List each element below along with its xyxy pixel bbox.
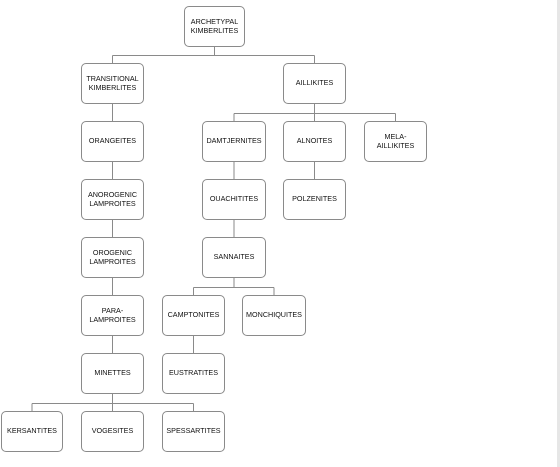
node-archetypal-kimberlites: ARCHETYPAL KIMBERLITES bbox=[184, 6, 245, 47]
node-minettes: MINETTES bbox=[81, 353, 144, 394]
node-mela-aillikites: MELA- AILLIKITES bbox=[364, 121, 427, 162]
node-monchiquites: MONCHIQUITES bbox=[242, 295, 306, 336]
node-transitional-kimberlites: TRANSITIONAL KIMBERLITES bbox=[81, 63, 144, 104]
node-alnoites: ALNOITES bbox=[283, 121, 346, 162]
node-para-lamproites: PARA- LAMPROITES bbox=[81, 295, 144, 336]
node-orangeites: ORANGEITES bbox=[81, 121, 144, 162]
node-aillikites: AILLIKITES bbox=[283, 63, 346, 104]
node-damtjernites: DAMTJERNITES bbox=[202, 121, 266, 162]
node-vogesites: VOGESITES bbox=[81, 411, 144, 452]
node-anorogenic-lamproites: ANOROGENIC LAMPROITES bbox=[81, 179, 144, 220]
node-eustratites: EUSTRATITES bbox=[162, 353, 225, 394]
node-sannaites: SANNAITES bbox=[202, 237, 266, 278]
node-spessartites: SPESSARTITES bbox=[162, 411, 225, 452]
node-ouachitites: OUACHITITES bbox=[202, 179, 266, 220]
node-polzenites: POLZENITES bbox=[283, 179, 346, 220]
right-border-strip bbox=[557, 0, 560, 467]
node-kersantites: KERSANTITES bbox=[1, 411, 63, 452]
node-camptonites: CAMPTONITES bbox=[162, 295, 225, 336]
node-orogenic-lamproites: OROGENIC LAMPROITES bbox=[81, 237, 144, 278]
